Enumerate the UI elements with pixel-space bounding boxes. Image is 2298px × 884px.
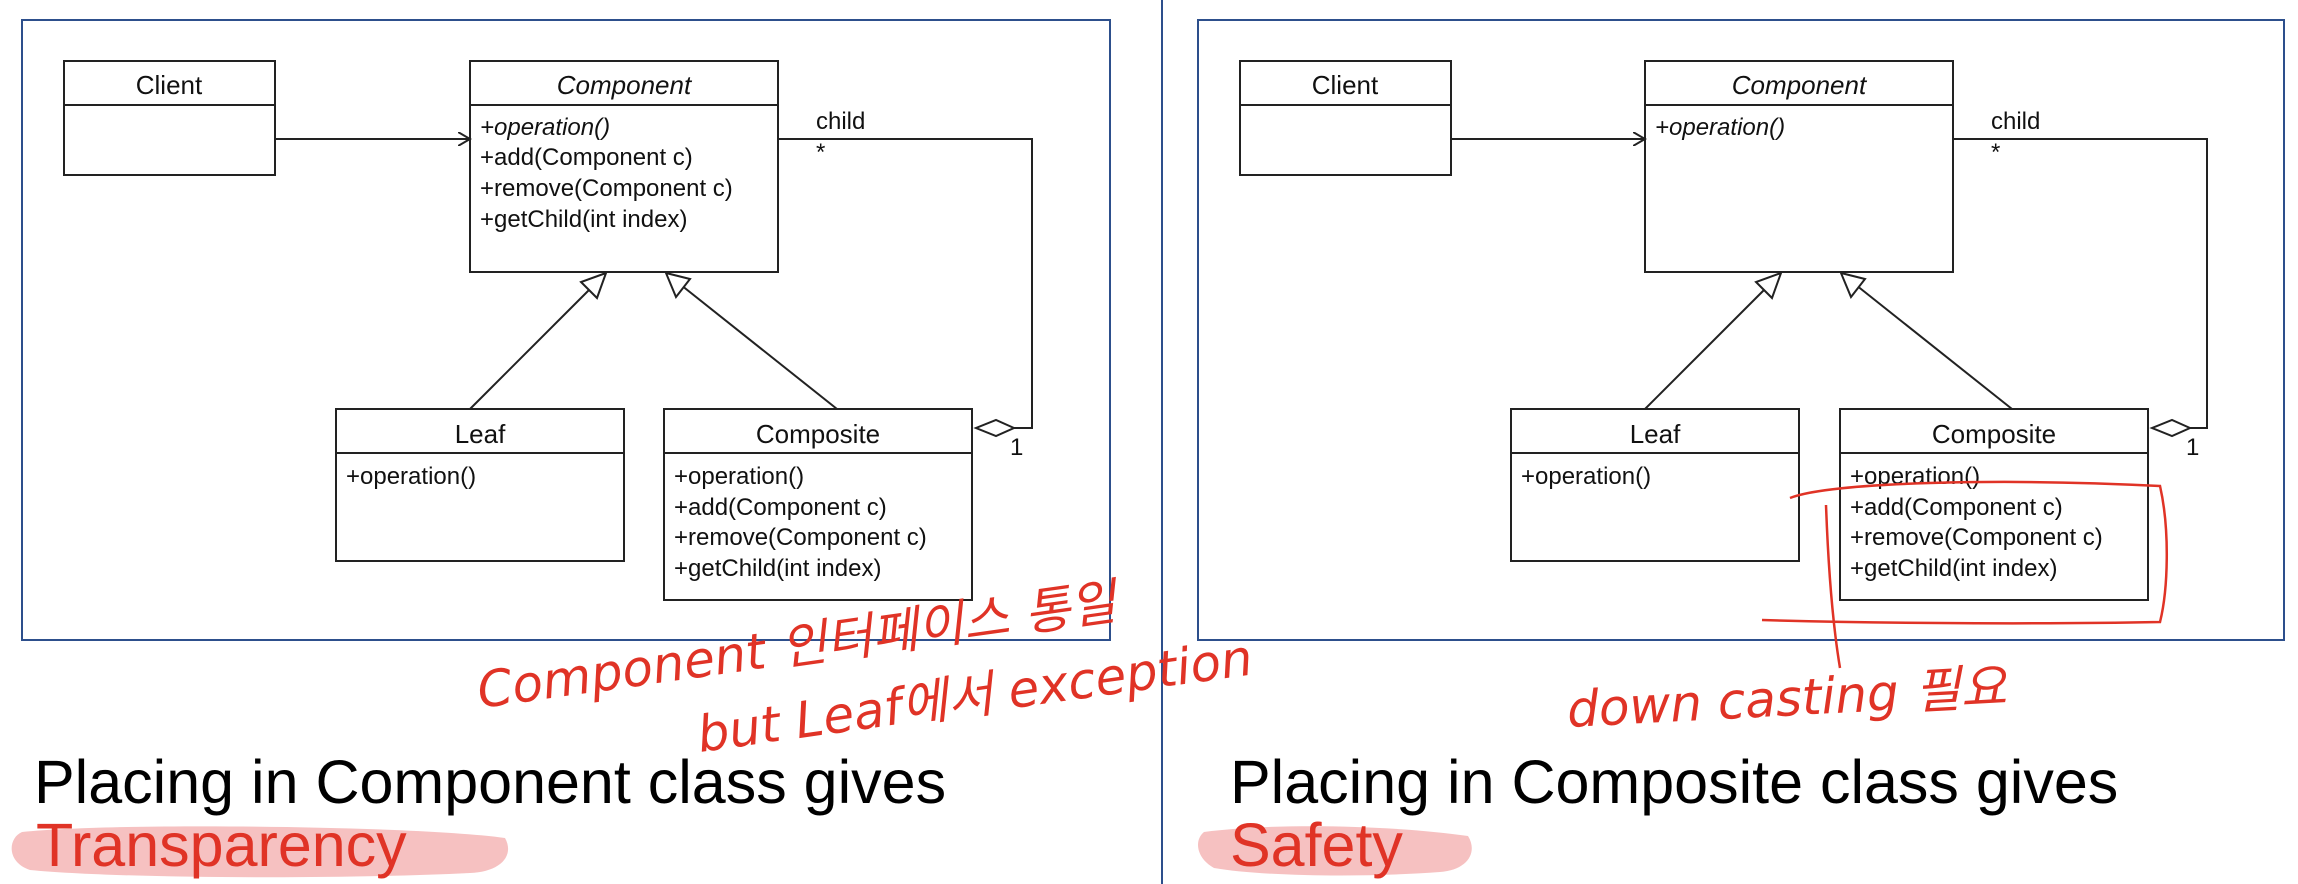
- right-leaf-inheritance: [1644, 271, 1783, 410]
- right-composite-inheritance: [1839, 271, 2013, 410]
- left-component-op-add: +add(Component c): [480, 144, 693, 171]
- left-one-multiplicity: 1: [1010, 434, 1023, 461]
- left-caption-line: Placing in Component class gives: [34, 748, 946, 816]
- right-annotation-line1: down casting 필요: [1566, 658, 2010, 739]
- right-many-multiplicity: *: [1991, 139, 2000, 166]
- right-highlight-word: Safety: [1230, 811, 1403, 879]
- left-leaf-inheritance: [469, 271, 608, 410]
- right-diagram-frame: [1197, 19, 2285, 641]
- left-composite-op-remove: +remove(Component c): [674, 524, 927, 551]
- left-leaf-class: Leaf +operation(): [335, 408, 625, 562]
- left-component-op-getchild: +getChild(int index): [480, 206, 687, 233]
- left-leaf-op-operation: +operation(): [346, 463, 476, 490]
- right-one-multiplicity: 1: [2186, 434, 2199, 461]
- right-composite-op-getchild: +getChild(int index): [1850, 555, 2057, 582]
- right-client-class: Client: [1239, 60, 1452, 176]
- right-composite-op-remove: +remove(Component c): [1850, 524, 2103, 551]
- right-leaf-class: Leaf +operation(): [1510, 408, 1800, 562]
- right-annotation-connector: [1824, 504, 1842, 669]
- right-uml-diagram: Client Component +operation() Leaf +oper…: [1197, 19, 2285, 641]
- right-component-title: Component: [1732, 70, 1868, 100]
- left-diagram-frame: [21, 19, 1111, 641]
- right-child-role-label: child: [1991, 108, 2040, 135]
- right-child-aggregation: child * 1: [1953, 108, 2208, 461]
- left-highlight-word: Transparency: [36, 811, 407, 879]
- right-highlight-stroke: [1198, 826, 1472, 876]
- right-component-class: Component +operation(): [1644, 60, 1954, 273]
- left-leaf-title: Leaf: [455, 419, 506, 449]
- right-composite-class: Composite +operation() +add(Component c)…: [1839, 408, 2149, 601]
- left-client-title: Client: [136, 70, 203, 100]
- left-composite-inheritance: [664, 271, 838, 410]
- left-component-class: Component +operation() +add(Component c)…: [469, 60, 779, 273]
- right-caption-line: Placing in Composite class gives: [1230, 748, 2118, 816]
- left-composite-op-getchild: +getChild(int index): [674, 555, 881, 582]
- left-highlight-stroke: [11, 826, 509, 878]
- right-component-op-operation: +operation(): [1655, 114, 1785, 141]
- right-leaf-op-operation: +operation(): [1521, 463, 1651, 490]
- left-composite-title: Composite: [756, 419, 880, 449]
- right-composite-op-add: +add(Component c): [1850, 494, 2063, 521]
- right-client-title: Client: [1312, 70, 1379, 100]
- left-client-class: Client: [63, 60, 276, 176]
- left-uml-diagram: Client Component +operation() +add(Compo…: [21, 19, 1111, 641]
- left-composite-class: Composite +operation() +add(Component c)…: [663, 408, 973, 601]
- right-annotation-bracket: [1761, 480, 2168, 625]
- left-component-title: Component: [557, 70, 693, 100]
- left-component-op-remove: +remove(Component c): [480, 175, 733, 202]
- left-child-role-label: child: [816, 108, 865, 135]
- left-composite-op-operation: +operation(): [674, 463, 804, 490]
- left-many-multiplicity: *: [816, 139, 825, 166]
- left-composite-op-add: +add(Component c): [674, 494, 887, 521]
- right-composite-title: Composite: [1932, 419, 2056, 449]
- left-component-op-operation: +operation(): [480, 114, 610, 141]
- right-leaf-title: Leaf: [1630, 419, 1681, 449]
- left-child-aggregation: child * 1: [778, 108, 1033, 461]
